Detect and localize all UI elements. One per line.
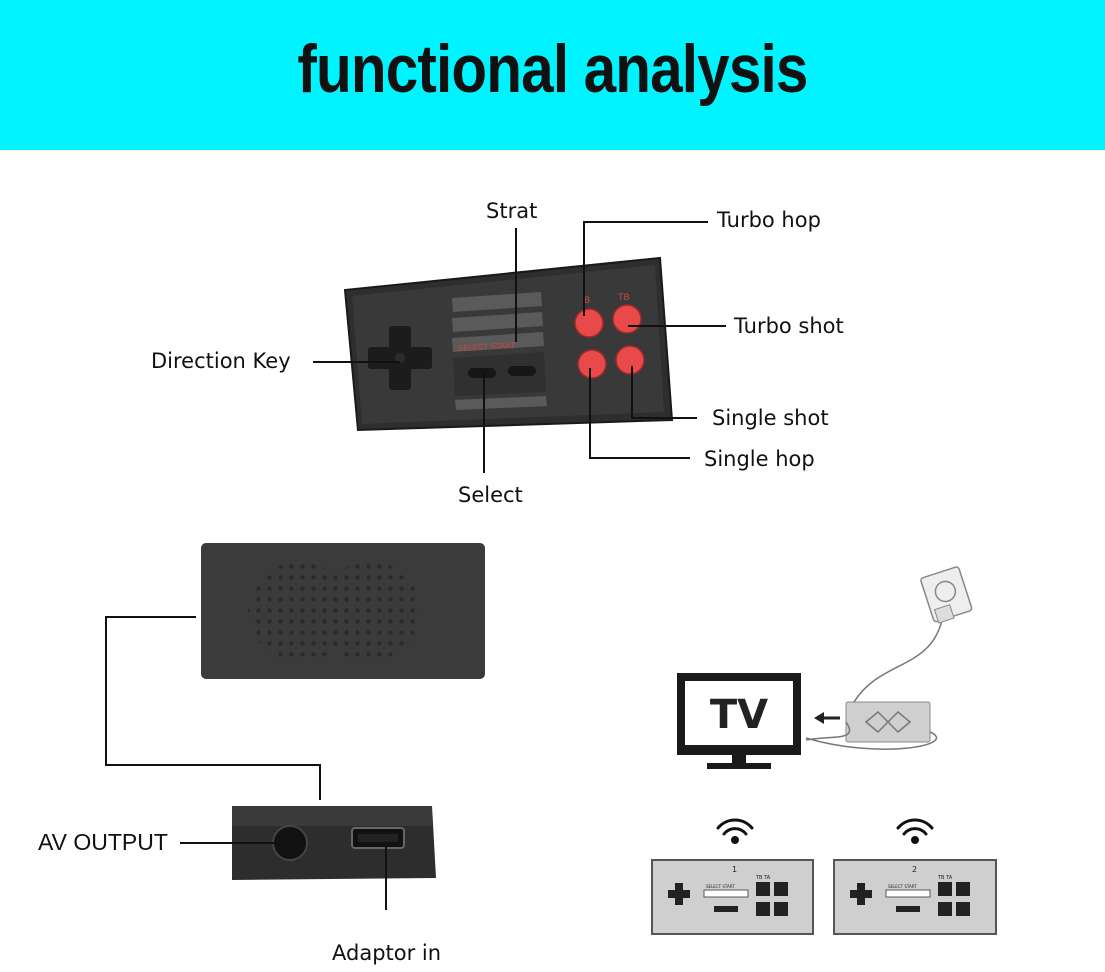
controller-leader-lines <box>313 221 726 473</box>
label-strat: Strat <box>486 199 538 223</box>
tv-setup-image: TV <box>677 566 973 769</box>
gamepad-1-number: 1 <box>732 865 737 874</box>
turbo-shot-button <box>612 304 642 334</box>
controller-btn-tb-text: TB <box>617 293 630 303</box>
label-turbo-shot: Turbo shot <box>734 314 844 338</box>
label-single-hop: Single hop <box>704 447 815 471</box>
wireless-icon-2 <box>896 818 934 844</box>
console-top-image <box>201 543 485 679</box>
label-adaptor-in: Adaptor in <box>332 941 442 965</box>
gamepad-1-center-text: SELECT START <box>706 884 735 889</box>
single-shot-button <box>615 345 645 375</box>
gamepad-2 <box>833 859 997 935</box>
page-title: functional analysis <box>297 31 808 107</box>
label-single-shot: Single shot <box>712 406 829 430</box>
single-hop-button <box>577 349 607 379</box>
gamepad-1 <box>651 859 814 935</box>
controller-center-text: SELECT START <box>458 341 516 353</box>
label-select: Select <box>458 483 523 507</box>
controller-image: SELECT START B TB <box>343 256 674 432</box>
gamepad-2-button-labels: TB TA <box>937 875 953 881</box>
label-av-output: AV OUTPUT <box>38 829 168 855</box>
console-leader-lines <box>105 616 387 910</box>
controller-btn-b-text: B <box>584 296 590 306</box>
label-turbo-hop: Turbo hop <box>717 208 821 232</box>
center-panel <box>452 292 547 410</box>
gamepad-2-center-text: SELECT START <box>888 884 917 889</box>
wireless-icon-1 <box>716 818 754 844</box>
gamepad-2-number: 2 <box>912 865 917 874</box>
gamepad-1-button-labels: TB TA <box>755 875 771 881</box>
turbo-hop-button <box>574 308 604 338</box>
label-direction-key: Direction Key <box>151 349 291 373</box>
title-banner <box>0 0 1105 150</box>
direction-pad <box>368 326 432 390</box>
tv-screen-text: TV <box>710 692 768 738</box>
